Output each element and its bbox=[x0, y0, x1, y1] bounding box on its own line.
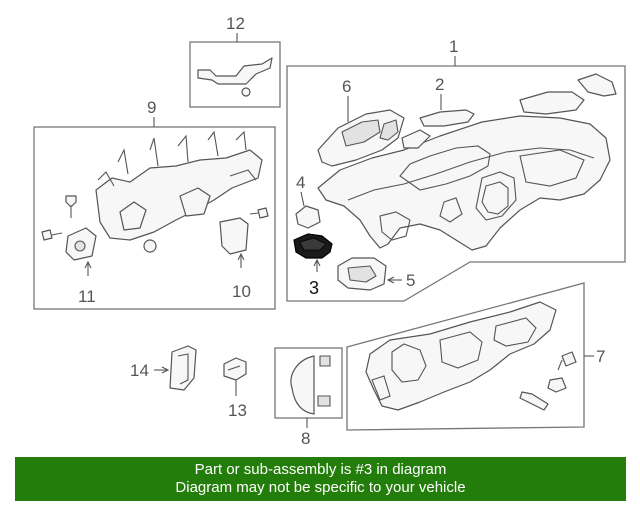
footer-banner: Part or sub-assembly is #3 in diagram Di… bbox=[15, 457, 626, 501]
callout-5[interactable]: 5 bbox=[406, 271, 415, 290]
part-group-1: 1 6 2 4 3 bbox=[286, 37, 626, 302]
footer-line-2: Diagram may not be specific to your vehi… bbox=[175, 479, 466, 496]
part-group-8: 8 bbox=[274, 347, 343, 448]
highlighted-part-3[interactable] bbox=[293, 233, 333, 259]
part-group-7: 7 bbox=[346, 282, 605, 431]
callout-14[interactable]: 14 bbox=[130, 361, 149, 380]
callout-6[interactable]: 6 bbox=[342, 77, 351, 96]
callout-3[interactable]: 3 bbox=[309, 278, 319, 298]
part-group-12: 12 bbox=[189, 14, 281, 108]
footer-line-1: Part or sub-assembly is #3 in diagram bbox=[194, 461, 447, 478]
callout-1[interactable]: 1 bbox=[449, 37, 458, 56]
part-14: 14 bbox=[130, 345, 197, 391]
callout-11[interactable]: 11 bbox=[78, 287, 96, 306]
callout-9[interactable]: 9 bbox=[147, 98, 156, 117]
callout-8[interactable]: 8 bbox=[301, 429, 310, 448]
part-group-9: 9 11 10 bbox=[33, 98, 276, 310]
callout-10[interactable]: 10 bbox=[232, 282, 251, 301]
callout-2[interactable]: 2 bbox=[435, 75, 444, 94]
callout-7[interactable]: 7 bbox=[596, 347, 605, 366]
callout-12[interactable]: 12 bbox=[226, 14, 245, 33]
part-13: 13 bbox=[223, 357, 247, 420]
callout-13[interactable]: 13 bbox=[228, 401, 247, 420]
callout-4[interactable]: 4 bbox=[296, 173, 305, 192]
